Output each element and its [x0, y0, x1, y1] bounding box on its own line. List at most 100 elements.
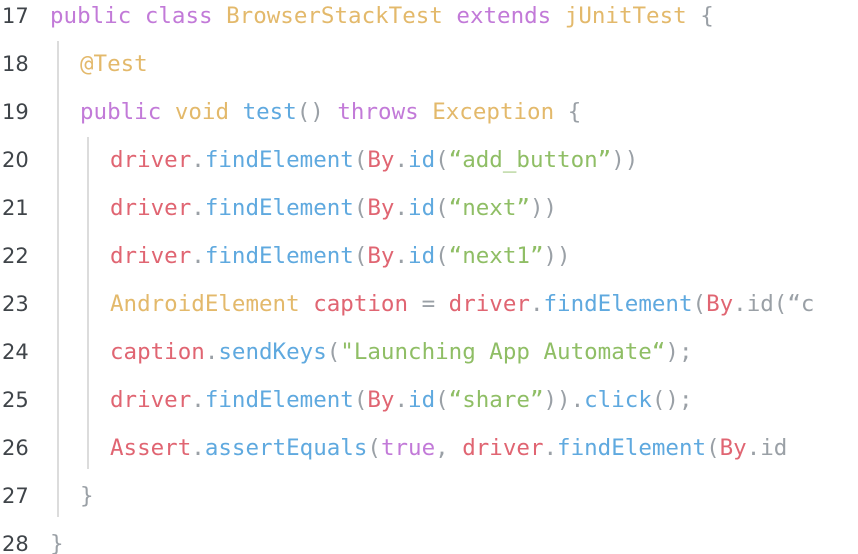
code-token: .: [191, 147, 205, 173]
code-token: assertEquals: [204, 435, 368, 461]
code-token: driver: [110, 195, 192, 221]
code-text: AndroidElement caption = driver.findElem…: [110, 289, 814, 319]
code-token: By: [367, 147, 395, 173]
code-token: .: [191, 435, 205, 461]
code-text: driver.findElement(By.id(“add_button”)): [110, 145, 638, 175]
line-number: 23: [2, 292, 29, 316]
code-text: driver.findElement(By.id(“next1”)): [110, 241, 571, 271]
code-token: findElement: [204, 243, 354, 269]
line-number: 21: [2, 196, 29, 220]
line-number: 22: [2, 244, 29, 268]
code-token: .: [543, 435, 558, 461]
code-line-19[interactable]: 19 public void test() throws Exception {: [0, 97, 858, 145]
code-token: .: [733, 291, 747, 317]
code-text: }: [80, 481, 94, 511]
code-text: @Test: [80, 49, 148, 79]
code-token: (: [353, 243, 368, 269]
code-token: void: [174, 99, 243, 125]
code-token: By: [367, 387, 395, 413]
code-token: “add_button”: [448, 147, 612, 173]
code-token: .: [394, 243, 409, 269]
code-token: id: [408, 387, 436, 413]
code-token: findElement: [204, 195, 354, 221]
code-token: id: [408, 147, 436, 173]
code-token: (: [353, 147, 368, 173]
code-token: jUnitTest: [564, 3, 701, 29]
code-token: .: [394, 147, 409, 173]
code-token: id: [408, 195, 436, 221]
code-token: (: [706, 435, 720, 461]
code-token: true: [380, 435, 436, 461]
code-token: );: [665, 339, 693, 365]
code-token: (): [296, 99, 338, 125]
code-token: .: [529, 291, 544, 317]
indent-guide-class: [57, 41, 59, 517]
code-token: findElement: [557, 435, 707, 461]
code-text: driver.findElement(By.id(“next”)): [110, 193, 557, 223]
code-token: BrowserStackTest: [226, 3, 457, 29]
code-token: "Launching App Automate“: [340, 339, 666, 365]
code-token: extends: [456, 3, 565, 29]
code-line-24[interactable]: 24 caption.sendKeys("Launching App Automa…: [0, 337, 858, 385]
code-token: .: [394, 195, 409, 221]
code-token: @Test: [80, 51, 148, 77]
code-token: Exception: [432, 99, 568, 125]
code-line-18[interactable]: 18@Test: [0, 49, 858, 97]
code-token: caption: [110, 339, 205, 365]
code-token: findElement: [204, 147, 354, 173]
code-text: driver.findElement(By.id(“share”)).click…: [110, 385, 693, 415]
code-token: (: [435, 195, 449, 221]
code-token: “next”: [448, 195, 530, 221]
line-number: 24: [2, 340, 29, 364]
line-number: 20: [2, 148, 29, 172]
code-token: By: [706, 291, 734, 317]
code-token: Assert: [110, 435, 192, 461]
code-token: “next1”: [448, 243, 544, 269]
code-token: id: [760, 435, 788, 461]
code-token: .: [394, 387, 409, 413]
code-token: .: [191, 195, 205, 221]
code-text: caption.sendKeys("Launching App Automate…: [110, 337, 693, 367]
line-number: 25: [2, 388, 29, 412]
code-token: throws: [337, 99, 433, 125]
code-line-23[interactable]: 23 AndroidElement caption = driver.findEl…: [0, 289, 858, 337]
code-token: .: [191, 243, 205, 269]
code-token: {: [567, 99, 582, 125]
indent-guide-method: [87, 137, 89, 469]
line-number: 26: [2, 436, 29, 460]
code-token: {: [700, 3, 714, 29]
code-token: (“c: [773, 291, 815, 317]
code-token: public: [50, 3, 145, 29]
code-token: (: [353, 195, 368, 221]
code-line-27[interactable]: 27}: [0, 481, 858, 529]
code-token: “share”: [448, 387, 544, 413]
code-token: driver: [448, 291, 530, 317]
code-token: driver: [110, 243, 192, 269]
code-text: Assert.assertEquals(true, driver.findEle…: [110, 433, 787, 463]
code-token: findElement: [543, 291, 693, 317]
code-token: ,: [435, 435, 463, 461]
code-token: id: [408, 243, 436, 269]
code-token: )).: [543, 387, 585, 413]
code-token: )): [529, 195, 558, 221]
line-number: 17: [2, 4, 29, 28]
code-token: id: [746, 291, 774, 317]
code-text: public class BrowserStackTest extends jU…: [50, 1, 714, 31]
code-token: click: [584, 387, 652, 413]
line-number: 19: [2, 100, 29, 124]
code-token: By: [367, 195, 395, 221]
code-token: .: [204, 339, 219, 365]
code-token: test: [242, 99, 297, 125]
code-line-28[interactable]: 28}: [0, 529, 858, 554]
code-line-17[interactable]: 17 public class BrowserStackTest extends …: [0, 1, 858, 49]
code-text: public void test() throws Exception {: [80, 97, 581, 127]
line-number: 28: [2, 532, 29, 554]
code-token: .: [191, 387, 205, 413]
code-token: caption: [313, 291, 422, 317]
